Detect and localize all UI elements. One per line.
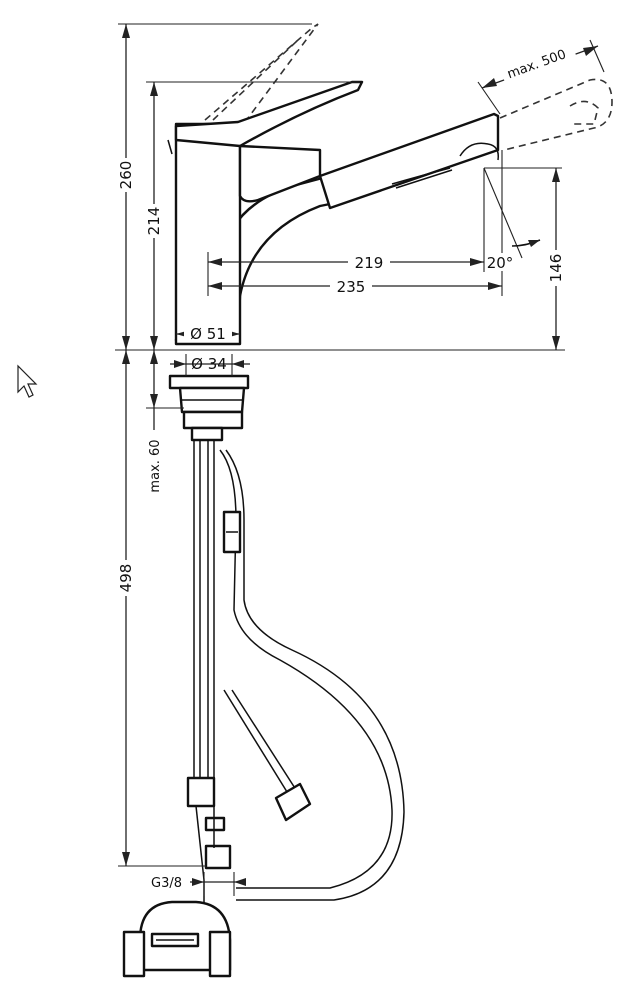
dimension-deck-thickness: max. 60 [144, 350, 184, 500]
dimension-reach-outer-label: 235 [337, 278, 366, 296]
dimension-spout-height-label: 146 [547, 254, 565, 283]
spray-pullout-ghost [499, 78, 613, 151]
dimension-spray-angle: 20° [483, 167, 541, 272]
dimension-reach-inner-label: 219 [355, 254, 384, 272]
dimension-spout-height: 146 [484, 167, 565, 350]
supply-hoses [186, 440, 405, 901]
dimension-overall-height: 260 [117, 23, 312, 350]
mounting-hardware [168, 374, 250, 442]
dimension-underdeck-length: 498 [117, 350, 206, 867]
dimension-deck-thickness-label: max. 60 [148, 439, 163, 492]
faucet-body [167, 80, 500, 346]
dimension-reach-inner: 219 [207, 168, 485, 296]
dimension-connection-thread: G3/8 [151, 872, 246, 896]
dimension-lever-height-label: 214 [145, 207, 163, 236]
dimension-pullout-length: max. 500 [477, 37, 605, 115]
dimension-underdeck-length-label: 498 [117, 564, 135, 593]
weight-box [122, 880, 232, 978]
dimension-shank-diameter-label: Ø 34 [191, 355, 227, 373]
dimension-spray-angle-label: 20° [487, 254, 514, 272]
dimension-connection-thread-label: G3/8 [151, 876, 182, 891]
dimension-reach-outer: 235 [208, 150, 503, 296]
dimension-shank-diameter: Ø 34 [170, 354, 250, 376]
dimension-lever-height: 214 [145, 81, 360, 350]
dimension-base-diameter: Ø 51 [176, 324, 240, 343]
dimension-base-diameter-label: Ø 51 [190, 325, 226, 343]
lever-open-ghost [204, 23, 319, 121]
dimension-overall-height-label: 260 [117, 161, 135, 190]
mouse-cursor-icon [17, 364, 38, 398]
